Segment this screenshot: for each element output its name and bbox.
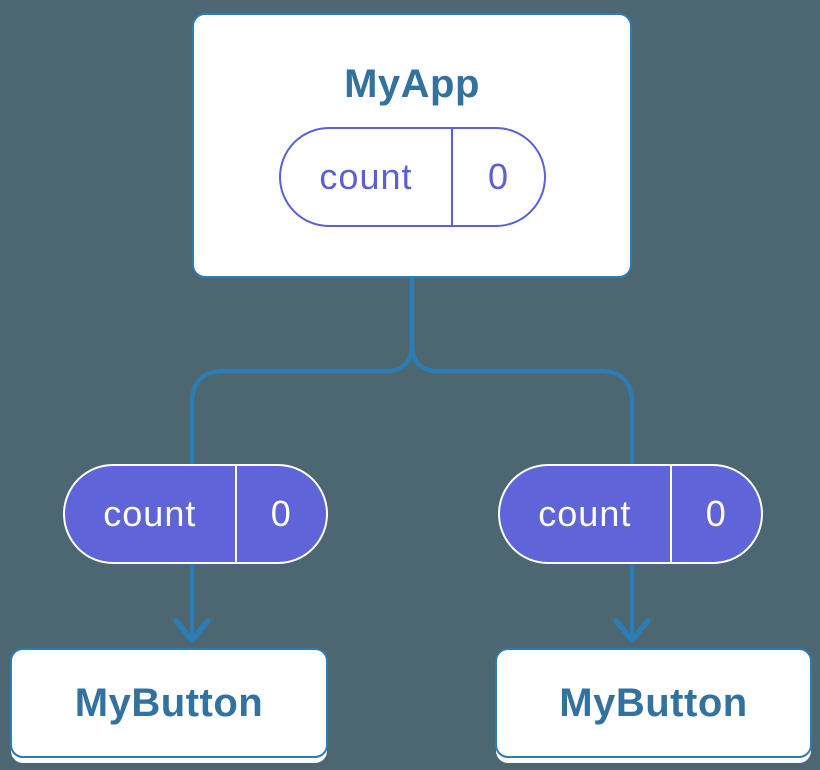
prop-name-label: count — [538, 493, 632, 534]
component-node-child-right: MyButton — [495, 648, 812, 758]
state-value-label: 0 — [451, 129, 543, 225]
prop-pill-right: count 0 — [498, 464, 763, 564]
component-title: MyButton — [74, 681, 264, 725]
connector-stem-left-branch — [189, 278, 415, 637]
component-title: MyButton — [559, 681, 748, 725]
prop-value-label: 0 — [234, 466, 326, 562]
component-title: MyApp — [344, 62, 480, 106]
component-node-root: MyApp count 0 — [192, 13, 632, 278]
state-name-label: count — [319, 156, 413, 197]
state-pill: count 0 — [278, 127, 546, 227]
connector-right-branch — [409, 343, 635, 637]
prop-value-label: 0 — [669, 466, 761, 562]
arrow-down-icon — [173, 618, 211, 645]
prop-pill-left: count 0 — [63, 464, 328, 564]
arrow-down-icon — [613, 618, 651, 645]
prop-name-label: count — [103, 493, 197, 534]
component-node-child-left: MyButton — [10, 648, 328, 758]
